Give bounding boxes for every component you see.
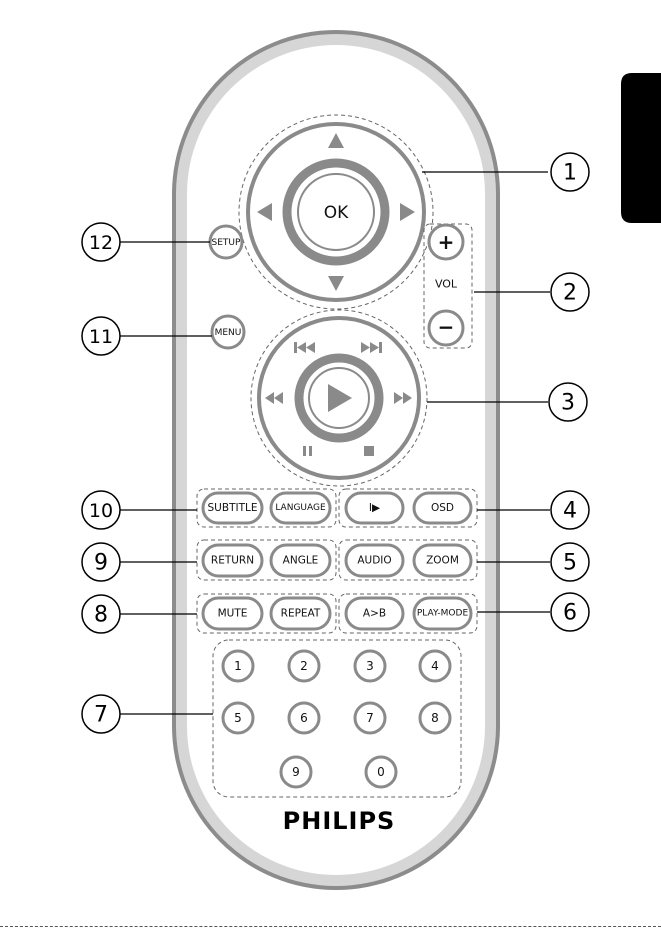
number-button-3[interactable]: 3 xyxy=(355,651,385,681)
brand-logo: PHILIPS xyxy=(283,807,396,835)
number-label: 6 xyxy=(300,711,308,725)
callout-label: 8 xyxy=(94,603,108,628)
number-label: 4 xyxy=(431,659,439,673)
ok-button[interactable]: OK xyxy=(324,203,349,223)
callout-8: 8 xyxy=(82,595,120,633)
volume-label: VOL xyxy=(435,278,458,291)
callout-label: 12 xyxy=(89,232,113,254)
return-button[interactable]: RETURN xyxy=(203,545,262,576)
callout-9: 9 xyxy=(82,543,120,581)
setup-button[interactable]: SETUP xyxy=(210,226,242,258)
callout-label: 11 xyxy=(89,326,113,348)
callout-3: 3 xyxy=(549,383,587,421)
number-button-2[interactable]: 2 xyxy=(289,651,319,681)
osd-label: OSD xyxy=(431,502,454,514)
plus-icon: + xyxy=(438,230,455,254)
number-button-4[interactable]: 4 xyxy=(420,651,450,681)
number-label: 3 xyxy=(366,659,374,673)
number-button-0[interactable]: 0 xyxy=(366,757,396,787)
callout-7: 7 xyxy=(82,695,120,733)
callout-label: 10 xyxy=(89,500,113,522)
callout-10: 10 xyxy=(82,491,120,529)
number-button-5[interactable]: 5 xyxy=(223,703,253,733)
language-button[interactable]: LANGUAGE xyxy=(271,493,330,523)
number-button-8[interactable]: 8 xyxy=(420,703,450,733)
callout-label: 2 xyxy=(563,281,577,306)
slow-play-button[interactable]: I▶ xyxy=(346,493,403,523)
angle-label: ANGLE xyxy=(283,555,319,567)
number-label: 2 xyxy=(300,659,308,673)
callout-4: 4 xyxy=(551,491,589,529)
number-button-1[interactable]: 1 xyxy=(223,651,253,681)
menu-button[interactable]: MENU xyxy=(212,316,244,348)
subtitle-button[interactable]: SUBTITLE xyxy=(203,493,262,523)
stop-icon[interactable] xyxy=(364,446,374,456)
number-label: 8 xyxy=(431,711,439,725)
callout-1: 1 xyxy=(551,153,589,191)
return-label: RETURN xyxy=(211,555,254,567)
callout-label: 6 xyxy=(563,601,577,626)
number-label: 9 xyxy=(292,765,300,779)
number-button-6[interactable]: 6 xyxy=(289,703,319,733)
repeat-label: REPEAT xyxy=(281,608,321,620)
ab-label: A>B xyxy=(363,608,386,620)
number-button-7[interactable]: 7 xyxy=(355,703,385,733)
mute-button[interactable]: MUTE xyxy=(203,598,262,629)
callout-11: 11 xyxy=(82,317,120,355)
ab-repeat-button[interactable]: A>B xyxy=(346,598,403,629)
angle-button[interactable]: ANGLE xyxy=(271,545,330,576)
language-tab xyxy=(621,73,661,223)
zoom-label: ZOOM xyxy=(426,555,459,567)
callout-label: 5 xyxy=(563,551,577,576)
play-mode-label: PLAY-MODE xyxy=(417,609,469,619)
callout-2: 2 xyxy=(551,273,589,311)
repeat-button[interactable]: REPEAT xyxy=(271,598,330,629)
mute-label: MUTE xyxy=(218,608,248,620)
zoom-button[interactable]: ZOOM xyxy=(414,545,471,576)
minus-icon: − xyxy=(438,315,455,339)
menu-label: MENU xyxy=(215,328,242,338)
number-label: 1 xyxy=(234,659,242,673)
number-label: 0 xyxy=(377,765,385,779)
callout-label: 1 xyxy=(563,161,577,186)
language-label: LANGUAGE xyxy=(275,503,326,513)
callout-label: 3 xyxy=(561,391,575,416)
audio-label: AUDIO xyxy=(357,555,391,567)
callout-6: 6 xyxy=(551,593,589,631)
audio-button[interactable]: AUDIO xyxy=(346,545,403,576)
callout-label: 9 xyxy=(94,551,108,576)
number-label: 5 xyxy=(234,711,242,725)
callout-label: 4 xyxy=(563,499,577,524)
bottom-dashed-rule xyxy=(0,926,661,927)
callout-12: 12 xyxy=(82,223,120,261)
number-button-9[interactable]: 9 xyxy=(281,757,311,787)
callout-label: 7 xyxy=(94,703,108,728)
setup-label: SETUP xyxy=(212,238,241,248)
play-mode-button[interactable]: PLAY-MODE xyxy=(414,598,471,629)
osd-button[interactable]: OSD xyxy=(414,493,471,523)
number-label: 7 xyxy=(366,711,374,725)
subtitle-label: SUBTITLE xyxy=(208,502,258,514)
slow-play-label: I▶ xyxy=(369,502,381,514)
callout-5: 5 xyxy=(551,543,589,581)
